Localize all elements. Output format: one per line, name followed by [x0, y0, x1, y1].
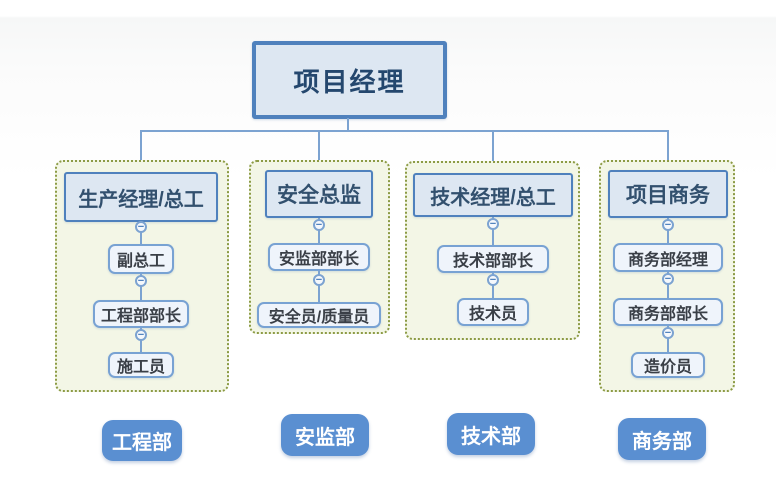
node-commerce-dept-manager: 商务部经理 — [613, 243, 723, 272]
minus-glyph: − — [137, 221, 145, 233]
minus-glyph: − — [664, 219, 672, 231]
node-label: 技术部部长 — [452, 253, 533, 270]
connector-horizontal — [140, 130, 669, 132]
node-safety-quality-officer: 安全员/质量员 — [257, 302, 381, 328]
node-label: 安监部部长 — [278, 251, 359, 268]
node-deputy-chief-engineer: 副总工 — [108, 244, 174, 274]
node-construction-worker: 施工员 — [108, 352, 174, 378]
node-label: 商务部经理 — [627, 251, 708, 269]
connector-root-stub — [347, 118, 349, 131]
node-label: 造价员 — [643, 359, 692, 376]
node-cost-estimator: 造价员 — [631, 352, 705, 378]
collapse-minus-icon[interactable]: − — [662, 327, 674, 339]
connector-line — [140, 222, 142, 244]
dept-label-engineering: 工程部 — [102, 420, 182, 461]
collapse-minus-icon[interactable]: − — [135, 221, 147, 233]
dept-label-text: 商务部 — [632, 430, 692, 453]
minus-glyph: − — [664, 327, 672, 339]
dept-label-text: 工程部 — [112, 432, 172, 454]
dept-label-technical: 技术部 — [447, 413, 535, 455]
connector-drop-2 — [318, 130, 320, 172]
node-label: 安全总监 — [277, 184, 361, 207]
node-technician: 技术员 — [457, 298, 529, 326]
node-commerce-dept-head: 商务部部长 — [613, 298, 723, 326]
connector-line — [140, 274, 142, 300]
minus-glyph: − — [315, 219, 323, 231]
collapse-minus-icon[interactable]: − — [135, 329, 147, 341]
node-safety-dept-head: 安监部部长 — [268, 243, 370, 271]
minus-glyph: − — [664, 273, 672, 285]
connector-line — [492, 217, 494, 245]
node-production-manager: 生产经理/总工 — [64, 172, 218, 222]
node-project-commerce: 项目商务 — [608, 170, 728, 218]
node-label: 副总工 — [116, 253, 165, 270]
dept-label-text: 安监部 — [295, 426, 355, 449]
collapse-minus-icon[interactable]: − — [487, 274, 499, 286]
minus-glyph: − — [489, 274, 497, 286]
node-technical-manager: 技术经理/总工 — [413, 173, 573, 217]
node-label: 技术经理/总工 — [430, 186, 556, 209]
minus-glyph: − — [137, 329, 145, 341]
connector-line — [667, 272, 669, 298]
root-node: 项目经理 — [252, 41, 447, 119]
collapse-minus-icon[interactable]: − — [662, 273, 674, 285]
node-engineering-dept-head: 工程部部长 — [93, 300, 189, 328]
connector-line — [318, 271, 320, 302]
connector-line — [667, 326, 669, 352]
connector-drop-4 — [667, 130, 669, 172]
connector-drop-3 — [492, 130, 494, 175]
collapse-minus-icon[interactable]: − — [313, 219, 325, 231]
node-label: 技术员 — [468, 306, 517, 323]
node-label: 工程部部长 — [100, 308, 181, 325]
collapse-minus-icon[interactable]: − — [135, 275, 147, 287]
minus-glyph: − — [489, 218, 497, 230]
collapse-minus-icon[interactable]: − — [662, 219, 674, 231]
node-label: 项目商务 — [626, 184, 710, 207]
collapse-minus-icon[interactable]: − — [487, 218, 499, 230]
root-node-label: 项目经理 — [293, 66, 406, 97]
minus-glyph: − — [137, 275, 145, 287]
node-label: 商务部部长 — [627, 306, 708, 323]
node-label: 生产经理/总工 — [78, 188, 204, 211]
node-label: 施工员 — [116, 359, 165, 376]
dept-label-safety: 安监部 — [281, 414, 369, 456]
node-label: 安全员/质量员 — [268, 309, 370, 326]
node-technical-dept-head: 技术部部长 — [437, 245, 549, 273]
collapse-minus-icon[interactable]: − — [313, 274, 325, 286]
dept-label-commerce: 商务部 — [618, 418, 706, 460]
dept-label-text: 技术部 — [461, 425, 521, 448]
node-safety-director: 安全总监 — [265, 170, 373, 218]
connector-drop-1 — [140, 130, 142, 174]
minus-glyph: − — [315, 274, 323, 286]
